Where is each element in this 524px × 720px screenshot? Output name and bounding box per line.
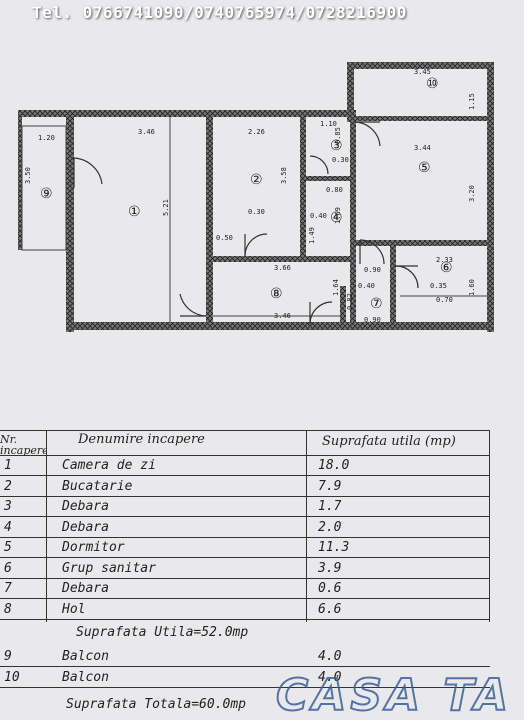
room-name: Dormitor (62, 540, 125, 555)
room-number-8: ⑧ (270, 286, 283, 302)
phone-numbers: Tel. 0766741090/0740765974/0728216900 (32, 3, 407, 22)
room-name: Debara (62, 581, 109, 596)
room-number-3: ③ (330, 138, 343, 154)
contact-banner: Tel. 0766741090/0740765974/0728216900 (0, 0, 524, 26)
row-number: 10 (4, 669, 20, 685)
dimension-label: 1.64 (332, 279, 340, 296)
room-name: Grup sanitar (62, 560, 156, 576)
room-name: Balcon (62, 669, 109, 685)
dimension-label: 3.46 (138, 128, 155, 136)
dimension-label: 3.66 (274, 264, 291, 272)
room-area: 11.3 (318, 540, 350, 555)
row-number: 9 (4, 649, 12, 664)
dimension-label: 2.33 (436, 256, 453, 264)
room-number-6: ⑥ (440, 260, 453, 276)
dimension-label: 0.30 (332, 156, 349, 164)
row-number: 1 (4, 458, 12, 473)
dimension-label: 1.49 (308, 227, 316, 244)
room-area: 7.9 (318, 478, 342, 494)
dimension-label: 0.40 (358, 282, 375, 290)
dimension-label: 0.82 (346, 293, 354, 310)
floor-plan: ① ② ③ ④ ⑤ ⑥ ⑦ ⑧ ⑨ ⑩ 1.20 3.46 2.26 1.100.85 3.45 1.15 3… (18, 62, 494, 332)
dimension-label: 3.58 (280, 167, 288, 184)
room-area: 4.0 (318, 669, 342, 685)
row-number: 4 (4, 519, 12, 535)
room-area: 1.7 (318, 499, 342, 514)
room-area: 4.0 (318, 649, 342, 664)
dimension-label: 0.90 (364, 316, 381, 324)
dimension-label: 3.45 (414, 68, 431, 76)
room-name: Balcon (62, 649, 109, 664)
room-area: 6.6 (318, 601, 342, 617)
room-number-2: ② (250, 172, 263, 188)
doors (73, 121, 419, 325)
room-number-1: ① (128, 204, 141, 220)
row-number: 2 (4, 478, 12, 494)
dimension-label: 0.40 (310, 212, 327, 220)
dimension-label: 5.21 (162, 199, 170, 216)
room-area: 2.0 (318, 519, 342, 535)
useful-area-total: Suprafata Utila=52.0mp (76, 625, 249, 640)
col-header-nr: Nr. incapere (0, 434, 46, 456)
room-area-table: Nr. incapere Denumire incapere Suprafata… (0, 428, 524, 720)
room-number-4: ④ (330, 210, 343, 226)
room-area: 18.0 (318, 458, 350, 473)
row-number: 6 (4, 560, 12, 576)
room-number-7: ⑦ (370, 296, 383, 312)
row-number: 8 (4, 601, 12, 617)
room-number-9: ⑨ (40, 186, 53, 202)
col-header-name: Denumire incapere (78, 432, 205, 447)
dimension-label: 0.85 (334, 127, 342, 144)
dimension-label: 0.90 (364, 266, 381, 274)
dimension-label: 3.46 (274, 312, 291, 320)
dimension-label: 1.20 (38, 134, 55, 142)
row-number: 7 (4, 581, 12, 596)
dimension-label: 0.70 (436, 296, 453, 304)
dimension-label: 0.35 (430, 282, 447, 290)
svg-text:CASA TA: CASA TA (276, 670, 512, 720)
dimension-label: 1.69 (334, 207, 342, 224)
room-area: 0.6 (318, 581, 342, 596)
room-area: 3.9 (318, 560, 342, 576)
row-number: 5 (4, 540, 12, 555)
dimension-label: 1.15 (468, 93, 476, 110)
dimension-label: 3.44 (414, 144, 431, 152)
dimension-label: 0.30 (248, 208, 265, 216)
row-number: 3 (4, 499, 12, 514)
dimension-label: 1.60 (468, 279, 476, 296)
dimension-label: 0.50 (216, 234, 233, 242)
casa-ta-logo: CASA TA (275, 669, 512, 720)
room-name: Debara (62, 499, 109, 514)
dimension-label: 1.10 (320, 120, 337, 128)
room-name: Bucatarie (62, 478, 133, 494)
room-name: Hol (62, 601, 86, 617)
walls (18, 62, 494, 332)
room-number-10: ⑩ (426, 76, 439, 92)
room-number-5: ⑤ (418, 160, 431, 176)
dimension-label: 0.80 (326, 186, 343, 194)
col-header-area: Suprafata utila (mp) (322, 434, 456, 449)
outlines (21, 117, 488, 322)
dimension-label: 2.26 (248, 128, 265, 136)
room-name: Debara (62, 519, 109, 535)
dimension-label: 3.50 (24, 167, 32, 184)
dimension-label: 3.20 (468, 185, 476, 202)
total-area: Suprafata Totala=60.0mp (66, 697, 247, 712)
room-name: Camera de zi (62, 458, 156, 473)
